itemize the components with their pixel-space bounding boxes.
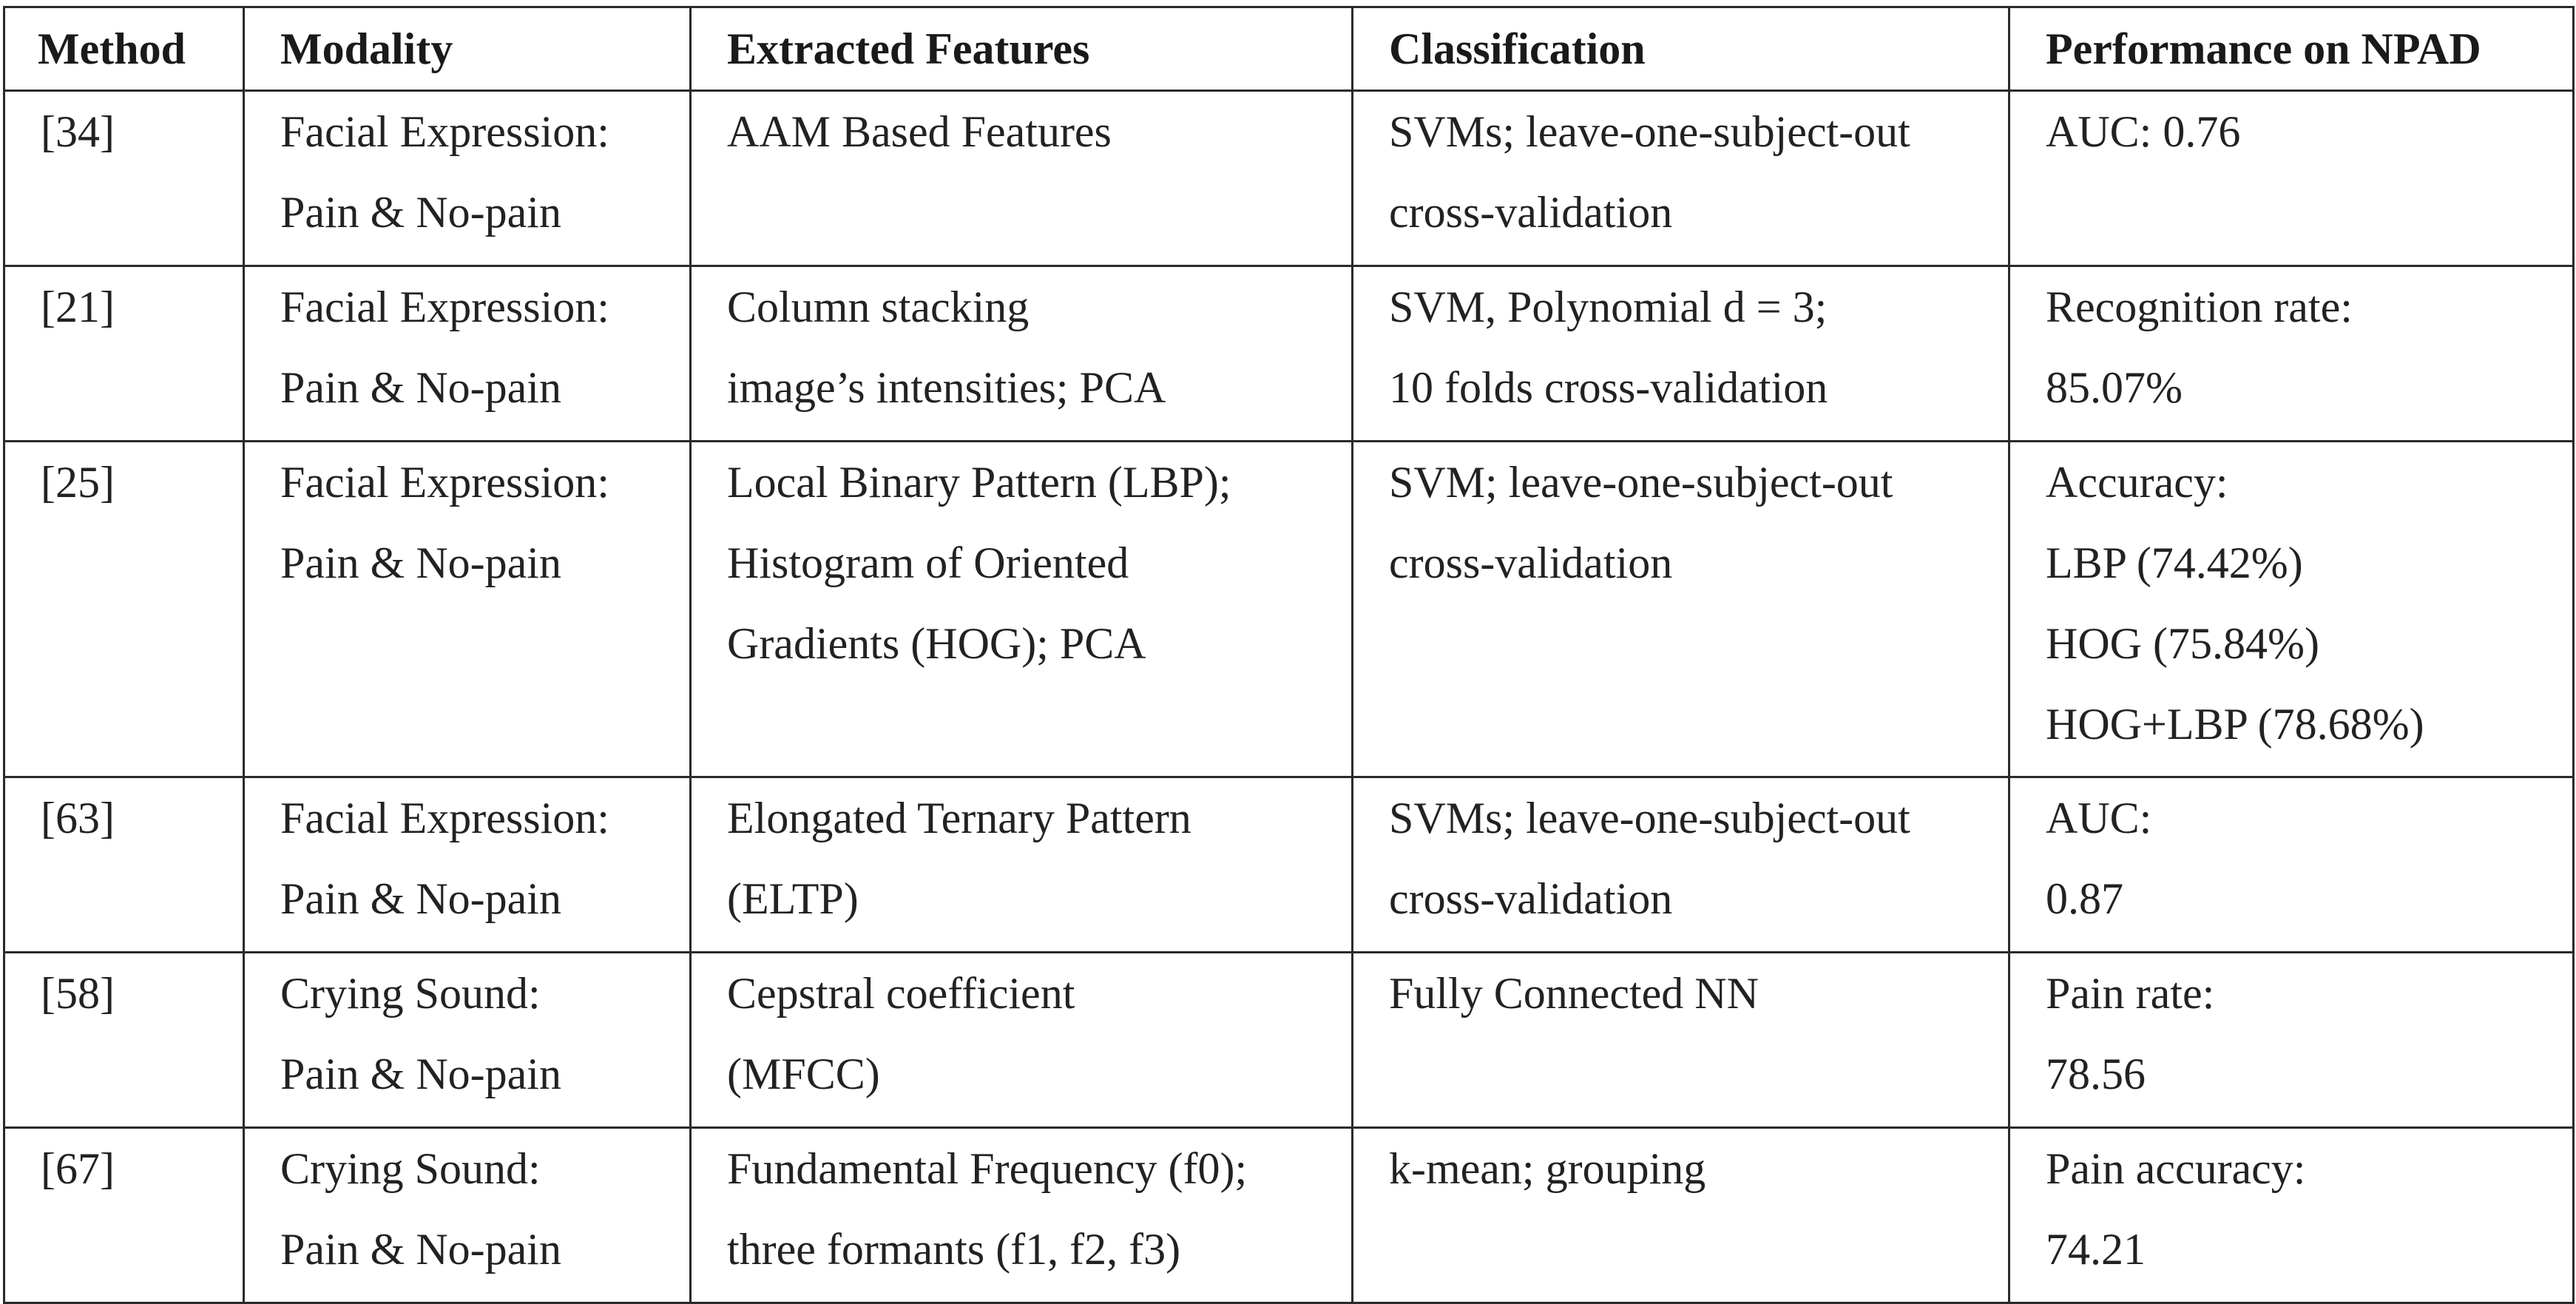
cell-line: HOG (75.84%) [2046, 619, 2319, 668]
cell-line: Histogram of Oriented [727, 538, 1129, 587]
table-header-row: Method Modality Extracted Features Class… [3, 6, 2575, 92]
cell-line: image’s intensities; PCA [727, 363, 1166, 412]
cell-line: SVMs; leave-one-subject-out [1389, 794, 1910, 842]
cell-line: three formants (f1, f2, f3) [727, 1225, 1181, 1274]
cell-line: AUC: [2046, 794, 2152, 842]
cell-method: [63] [3, 776, 245, 953]
cell-line: 85.07% [2046, 363, 2183, 412]
cell-classification: Fully Connected NN [1351, 951, 2010, 1129]
comparison-table-container: Method Modality Extracted Features Class… [3, 6, 2575, 1304]
cell-classification: SVM; leave-one-subject-out cross-validat… [1351, 440, 2010, 778]
cell-method: [21] [3, 265, 245, 442]
cell-line: Pain & No-pain [280, 188, 561, 237]
cell-line: SVMs; leave-one-subject-out [1389, 107, 1910, 156]
cell-modality: Facial Expression: Pain & No-pain [243, 776, 692, 953]
cell-classification: SVMs; leave-one-subject-out cross-valida… [1351, 776, 2010, 953]
cell-line: Crying Sound: [280, 1144, 541, 1193]
cell-line: Pain accuracy: [2046, 1144, 2306, 1193]
cell-line: Recognition rate: [2046, 283, 2353, 331]
cell-performance: AUC: 0.76 [2008, 89, 2575, 267]
cell-line: SVM; leave-one-subject-out [1389, 458, 1893, 507]
cell-features: AAM Based Features [689, 89, 1353, 267]
cell-line: [58] [41, 969, 115, 1018]
cell-line: 78.56 [2046, 1050, 2146, 1098]
cell-line: Pain & No-pain [280, 874, 561, 923]
header-modality: Modality [243, 6, 692, 92]
cell-line: Pain rate: [2046, 969, 2215, 1018]
table-row: [34] Facial Expression: Pain & No-pain A… [3, 89, 2575, 267]
cell-line: cross-validation [1389, 538, 1673, 587]
cell-line: Fully Connected NN [1389, 969, 1759, 1018]
cell-line: [34] [41, 107, 115, 156]
cell-line: [21] [41, 283, 115, 331]
cell-performance: Pain accuracy: 74.21 [2008, 1126, 2575, 1304]
cell-line: cross-validation [1389, 188, 1673, 237]
header-extracted-features: Extracted Features [689, 6, 1353, 92]
cell-line: Facial Expression: [280, 107, 609, 156]
cell-line: Crying Sound: [280, 969, 541, 1018]
cell-line: Fundamental Frequency (f0); [727, 1144, 1248, 1193]
cell-line: [25] [41, 458, 115, 507]
cell-method: [67] [3, 1126, 245, 1304]
cell-line: HOG+LBP (78.68%) [2046, 700, 2424, 749]
table-row: [21] Facial Expression: Pain & No-pain C… [3, 265, 2575, 442]
cell-line: 10 folds cross-validation [1389, 363, 1828, 412]
table-row: [58] Crying Sound: Pain & No-pain Cepstr… [3, 951, 2575, 1129]
cell-modality: Crying Sound: Pain & No-pain [243, 951, 692, 1129]
cell-features: Elongated Ternary Pattern (ELTP) [689, 776, 1353, 953]
header-classification: Classification [1351, 6, 2010, 92]
cell-line: Pain & No-pain [280, 1225, 561, 1274]
cell-performance: Pain rate: 78.56 [2008, 951, 2575, 1129]
cell-line: (MFCC) [727, 1050, 880, 1098]
cell-line: Gradients (HOG); PCA [727, 619, 1146, 668]
cell-line: 74.21 [2046, 1225, 2146, 1274]
cell-modality: Facial Expression: Pain & No-pain [243, 89, 692, 267]
cell-line: Pain & No-pain [280, 363, 561, 412]
cell-modality: Crying Sound: Pain & No-pain [243, 1126, 692, 1304]
cell-line: [63] [41, 794, 115, 842]
cell-modality: Facial Expression: Pain & No-pain [243, 440, 692, 778]
cell-line: Facial Expression: [280, 283, 609, 331]
cell-line: Pain & No-pain [280, 538, 561, 587]
cell-line: Column stacking [727, 283, 1030, 331]
cell-line: LBP (74.42%) [2046, 538, 2303, 587]
cell-classification: SVMs; leave-one-subject-out cross-valida… [1351, 89, 2010, 267]
cell-method: [58] [3, 951, 245, 1129]
cell-line: Accuracy: [2046, 458, 2228, 507]
header-performance: Performance on NPAD [2008, 6, 2575, 92]
cell-line: Elongated Ternary Pattern [727, 794, 1191, 842]
table-row: [25] Facial Expression: Pain & No-pain L… [3, 440, 2575, 778]
comparison-table: Method Modality Extracted Features Class… [3, 6, 2575, 1304]
cell-performance: AUC: 0.87 [2008, 776, 2575, 953]
header-method: Method [3, 6, 245, 92]
cell-line: AAM Based Features [727, 107, 1112, 156]
cell-performance: Accuracy: LBP (74.42%) HOG (75.84%) HOG+… [2008, 440, 2575, 778]
cell-line: Local Binary Pattern (LBP); [727, 458, 1231, 507]
cell-features: Column stacking image’s intensities; PCA [689, 265, 1353, 442]
cell-performance: Recognition rate: 85.07% [2008, 265, 2575, 442]
cell-line: 0.87 [2046, 874, 2123, 923]
cell-method: [34] [3, 89, 245, 267]
cell-line: (ELTP) [727, 874, 859, 923]
cell-modality: Facial Expression: Pain & No-pain [243, 265, 692, 442]
table-row: [63] Facial Expression: Pain & No-pain E… [3, 776, 2575, 953]
cell-features: Local Binary Pattern (LBP); Histogram of… [689, 440, 1353, 778]
cell-line: Cepstral coefficient [727, 969, 1075, 1018]
cell-classification: SVM, Polynomial d = 3; 10 folds cross-va… [1351, 265, 2010, 442]
cell-line: Facial Expression: [280, 794, 609, 842]
cell-line: Facial Expression: [280, 458, 609, 507]
cell-features: Fundamental Frequency (f0); three forman… [689, 1126, 1353, 1304]
cell-classification: k-mean; grouping [1351, 1126, 2010, 1304]
cell-method: [25] [3, 440, 245, 778]
cell-features: Cepstral coefficient (MFCC) [689, 951, 1353, 1129]
cell-line: SVM, Polynomial d = 3; [1389, 283, 1828, 331]
cell-line: k-mean; grouping [1389, 1144, 1706, 1193]
table-row: [67] Crying Sound: Pain & No-pain Fundam… [3, 1126, 2575, 1304]
cell-line: [67] [41, 1144, 115, 1193]
cell-line: Pain & No-pain [280, 1050, 561, 1098]
cell-line: cross-validation [1389, 874, 1673, 923]
cell-line: AUC: 0.76 [2046, 107, 2241, 156]
